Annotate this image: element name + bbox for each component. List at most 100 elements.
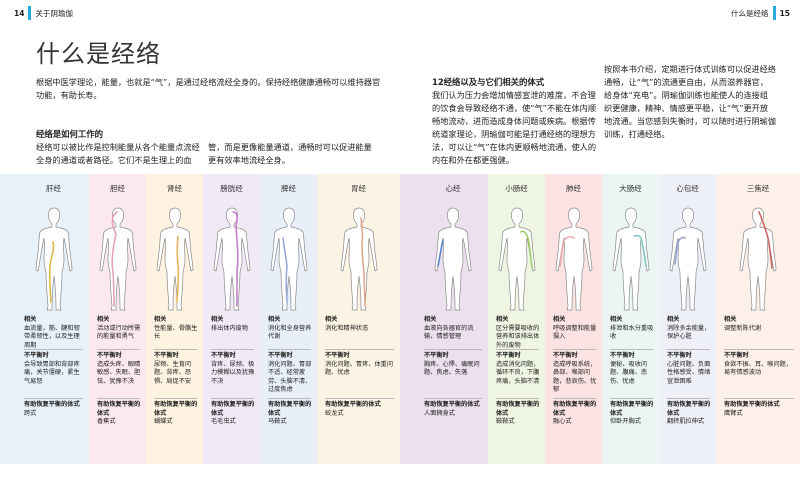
pose-block-text: 毛毛虫式 bbox=[211, 418, 236, 426]
related-block-label: 相关 bbox=[24, 316, 37, 323]
related-block: 相关性能量、骨骼生长 bbox=[154, 316, 199, 342]
imbalance-block-text: 造成呼吸系统，鼻部、喉部问题，悲哀伤、忧郁 bbox=[553, 360, 597, 394]
imbalance-block-text: 消化问题、胃疼、体重问题、忧虑 bbox=[325, 360, 394, 377]
imbalance-block: 不平衡时会导致胃部和背部疼痛，关节僵硬，紧生气易怒 bbox=[24, 352, 85, 386]
related-block-label: 相关 bbox=[268, 316, 281, 323]
divider bbox=[325, 398, 394, 399]
page-title: 什么是经络 bbox=[36, 40, 161, 68]
body-outline bbox=[213, 207, 250, 311]
pose-block: 有助恢复平衡的体式蝴蝶式 bbox=[154, 401, 199, 427]
related-block-label: 相关 bbox=[325, 316, 338, 323]
related-block: 相关区分需要吸收的营养和该排出体外的废物 bbox=[496, 316, 541, 350]
imbalance-block-text: 会导致胃部和背部疼痛，关节僵硬，紧生气易怒 bbox=[24, 360, 80, 385]
section2-heading: 12经络以及与它们相关的体式 bbox=[432, 77, 545, 87]
meridian-name: 肝经 bbox=[0, 174, 89, 202]
section1-text-b-body: 管，而是更像能量通道，通畅时可以促进能量更有效率地流经全身。 bbox=[208, 142, 372, 165]
body-figure-icon bbox=[95, 206, 141, 314]
related-block: 相关活动或行动所需的能量和勇气 bbox=[97, 316, 142, 342]
divider bbox=[724, 349, 794, 350]
meridian-name: 大肠经 bbox=[602, 174, 659, 202]
related-block-text: 血流量，筋、腱和韧带柔韧性，以及生理周期 bbox=[24, 324, 80, 349]
imbalance-block: 不平衡时造成消化问题，循环不良，下腹疼痛，头脑不清 bbox=[496, 352, 541, 386]
divider bbox=[496, 398, 539, 399]
divider bbox=[610, 349, 653, 350]
imbalance-block-label: 不平衡时 bbox=[553, 352, 578, 359]
body-figure-icon bbox=[266, 206, 312, 314]
related-block: 相关消化和精神状态 bbox=[325, 316, 396, 333]
imbalance-block: 不平衡时消化问题、胃部不适、经常疲劳、头脑不清、过度焦虑 bbox=[268, 352, 313, 395]
meridian-body: 相关调整新陈代谢不平衡时食欲不振、耳、喉问题，易有情感波动有助恢复平衡的体式鹰臂… bbox=[716, 202, 800, 464]
meridian-column: 大肠经相关排泄和水分重吸收不平衡时便秘、吸收问题、腹痛、悲伤、忧虑有助恢复平衡的… bbox=[602, 174, 659, 464]
imbalance-block: 不平衡时尿频、生育问题、背疼、恐惧、局促不安 bbox=[154, 352, 199, 386]
running-header-right: 什么是经络 15 bbox=[400, 0, 800, 26]
body-outline bbox=[99, 207, 136, 311]
imbalance-block-text: 心脏问题、负面性格感受、情绪宣泄困难 bbox=[667, 360, 711, 385]
accent-bar-icon bbox=[772, 6, 776, 20]
divider bbox=[325, 349, 394, 350]
imbalance-block-text: 尿频、生育问题、背疼、恐惧、局促不安 bbox=[154, 360, 192, 385]
pose-block: 有助恢复平衡的体式跨式 bbox=[24, 401, 85, 418]
body-figure-icon bbox=[31, 206, 77, 314]
imbalance-block-label: 不平衡时 bbox=[24, 352, 49, 359]
meridian-column: 心经相关血液向各器官的流输，情感管理不平衡时胸疼、心悸、痛眠问题、焦虑、失落有助… bbox=[400, 174, 488, 464]
imbalance-block-label: 不平衡时 bbox=[667, 352, 692, 359]
body-outline bbox=[156, 207, 193, 311]
meridian-column: 三焦经相关调整新陈代谢不平衡时食欲不振、耳、喉问题，易有情感波动有助恢复平衡的体… bbox=[716, 174, 800, 464]
running-header-title-left: 关于阴瑜伽 bbox=[35, 8, 73, 18]
imbalance-block-text: 背疼、尿频、极力模糊以及犹豫不决 bbox=[211, 360, 255, 385]
pose-block-text: 蝴蝶式 bbox=[154, 418, 173, 426]
meridian-column: 肾经相关性能量、骨骼生长不平衡时尿频、生育问题、背疼、恐惧、局促不安有助恢复平衡… bbox=[146, 174, 203, 464]
meridian-line bbox=[632, 234, 647, 267]
imbalance-block-text: 造成头疼、眼睛敏感、失眠、胆怯、犹豫不决 bbox=[97, 360, 141, 385]
meridian-body: 相关血液向各器官的流输，情感管理不平衡时胸疼、心悸、痛眠问题、焦虑、失落有助恢复… bbox=[400, 202, 488, 464]
intro-paragraph: 根据中医学理论，能量，也就是“气”，是通过经络流经全身的。保持经络健康通畅可以维… bbox=[36, 76, 381, 102]
divider bbox=[24, 349, 83, 350]
related-block: 相关排出体内废物 bbox=[211, 316, 256, 333]
body-figure-icon bbox=[551, 206, 597, 314]
body-figure-icon bbox=[336, 206, 382, 314]
imbalance-block-label: 不平衡时 bbox=[268, 352, 293, 359]
imbalance-block-label: 不平衡时 bbox=[724, 352, 749, 359]
body-figure-icon bbox=[494, 206, 540, 314]
pose-block: 有助恢复平衡的体式香蕉式 bbox=[97, 401, 142, 427]
pose-block-text: 香蕉式 bbox=[97, 418, 116, 426]
related-block: 相关呼吸调整和能量摄入 bbox=[553, 316, 598, 342]
imbalance-block: 不平衡时背疼、尿频、极力模糊以及犹豫不决 bbox=[211, 352, 256, 386]
related-block-text: 性能量、骨骼生长 bbox=[154, 324, 198, 341]
pose-block-label: 有助恢复平衡的体式 bbox=[724, 401, 780, 408]
related-block: 相关血流量，筋、腱和韧带柔韧性，以及生理周期 bbox=[24, 316, 85, 350]
meridian-body: 相关性能量、骨骼生长不平衡时尿频、生育问题、背疼、恐惧、局促不安有助恢复平衡的体… bbox=[146, 202, 203, 464]
meridian-column: 小肠经相关区分需要吸收的营养和该排出体外的废物不平衡时造成消化问题，循环不良，下… bbox=[488, 174, 545, 464]
meridian-body: 相关区分需要吸收的营养和该排出体外的废物不平衡时造成消化问题，循环不良，下腹疼痛… bbox=[488, 202, 545, 464]
body-figure-icon bbox=[152, 206, 198, 314]
meridian-line bbox=[673, 236, 686, 265]
pose-block: 有助恢复平衡的体式人面狮身式 bbox=[424, 401, 484, 418]
meridian-body: 相关血流量，筋、腱和韧带柔韧性，以及生理周期不平衡时会导致胃部和背部疼痛，关节僵… bbox=[0, 202, 89, 464]
related-block-label: 相关 bbox=[496, 316, 509, 323]
meridian-body: 相关活动或行动所需的能量和勇气不平衡时造成头疼、眼睛敏感、失眠、胆怯、犹豫不决有… bbox=[89, 202, 146, 464]
body-outline bbox=[498, 207, 535, 311]
pose-block-label: 有助恢复平衡的体式 bbox=[268, 401, 312, 417]
imbalance-block-text: 消化问题、胃部不适、经常疲劳、头脑不清、过度焦虑 bbox=[268, 360, 312, 394]
imbalance-block: 不平衡时胸疼、心悸、痛眠问题、焦虑、失落 bbox=[424, 352, 484, 378]
related-block: 相关排泄和水分重吸收 bbox=[610, 316, 655, 342]
pose-block: 有助恢复平衡的体式毛毛虫式 bbox=[211, 401, 256, 427]
imbalance-block-text: 造成消化问题，循环不良，下腹疼痛，头脑不清 bbox=[496, 360, 540, 385]
pose-block: 有助恢复平衡的体式鹰臂式 bbox=[724, 401, 796, 418]
related-block-label: 相关 bbox=[610, 316, 623, 323]
imbalance-block-label: 不平衡时 bbox=[610, 352, 635, 359]
meridian-column: 肺经相关呼吸调整和能量摄入不平衡时造成呼吸系统，鼻部、喉部问题，悲哀伤、忧郁有助… bbox=[545, 174, 602, 464]
pose-block: 有助恢复平衡的体式仰卧开胸式 bbox=[610, 401, 655, 427]
meridian-column: 心包经相关消除多余能量，保护心脏不平衡时心脏问题、负面性格感受、情绪宣泄困难有助… bbox=[659, 174, 716, 464]
section2-text-a-body: 我们认为压力会增加情感宣泄的难度，不合理的饮食会导致经络不通，使“气”不能在体内… bbox=[432, 90, 597, 165]
divider bbox=[553, 398, 596, 399]
meridian-body: 相关排泄和水分重吸收不平衡时便秘、吸收问题、腹痛、悲伤、忧虑有助恢复平衡的体式仰… bbox=[602, 202, 659, 464]
body-figure-icon bbox=[735, 206, 781, 314]
divider bbox=[724, 398, 794, 399]
meridian-line bbox=[558, 235, 575, 267]
meridian-line bbox=[281, 237, 288, 303]
imbalance-block: 不平衡时造成头疼、眼睛敏感、失眠、胆怯、犹豫不决 bbox=[97, 352, 142, 386]
related-block-label: 相关 bbox=[97, 316, 110, 323]
related-block-label: 相关 bbox=[553, 316, 566, 323]
divider bbox=[211, 398, 254, 399]
